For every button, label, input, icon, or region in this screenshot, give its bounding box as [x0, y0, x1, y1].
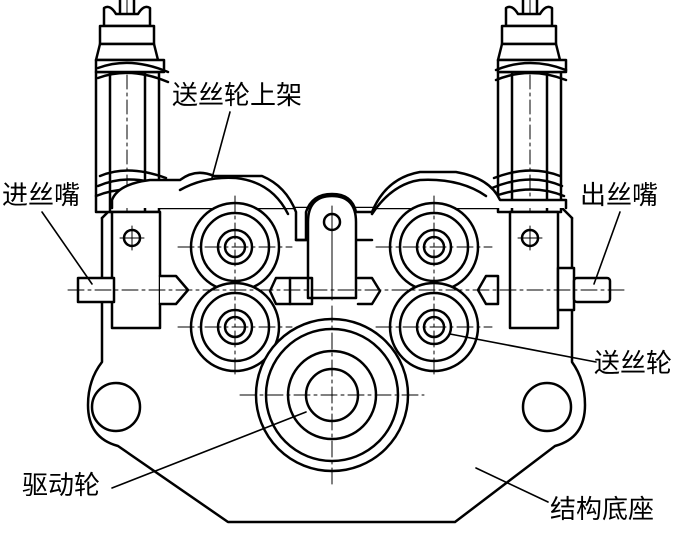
leader-base [475, 467, 549, 503]
label-outlet-nozzle: 出丝嘴 [580, 181, 658, 211]
right-wing-nut [504, 5, 554, 28]
base-left-hole [90, 381, 142, 433]
leader-lines [41, 111, 621, 503]
label-feed-roller: 送丝轮 [594, 349, 672, 379]
label-inlet-nozzle: 进丝嘴 [2, 181, 80, 211]
right-tension-screw [488, 0, 568, 221]
left-pivot-block [110, 210, 162, 330]
leader-feed-roller [449, 333, 597, 363]
label-drive-wheel: 驱动轮 [22, 471, 100, 501]
leader-upper-frame [211, 111, 231, 179]
middle-wire-guides [268, 276, 382, 306]
label-upper-frame: 送丝轮上架 [172, 81, 302, 111]
right-pivot-block [508, 210, 560, 330]
base-right-hole [521, 381, 573, 433]
leader-drive-wheel [111, 411, 307, 489]
leader-inlet-nozzle [41, 211, 93, 285]
center-lever [306, 194, 358, 301]
center-lines [67, 195, 629, 485]
left-tension-screw [94, 0, 174, 221]
left-wing-nut [102, 5, 152, 28]
leader-outlet-nozzle [593, 211, 621, 285]
label-base: 结构底座 [550, 495, 654, 525]
